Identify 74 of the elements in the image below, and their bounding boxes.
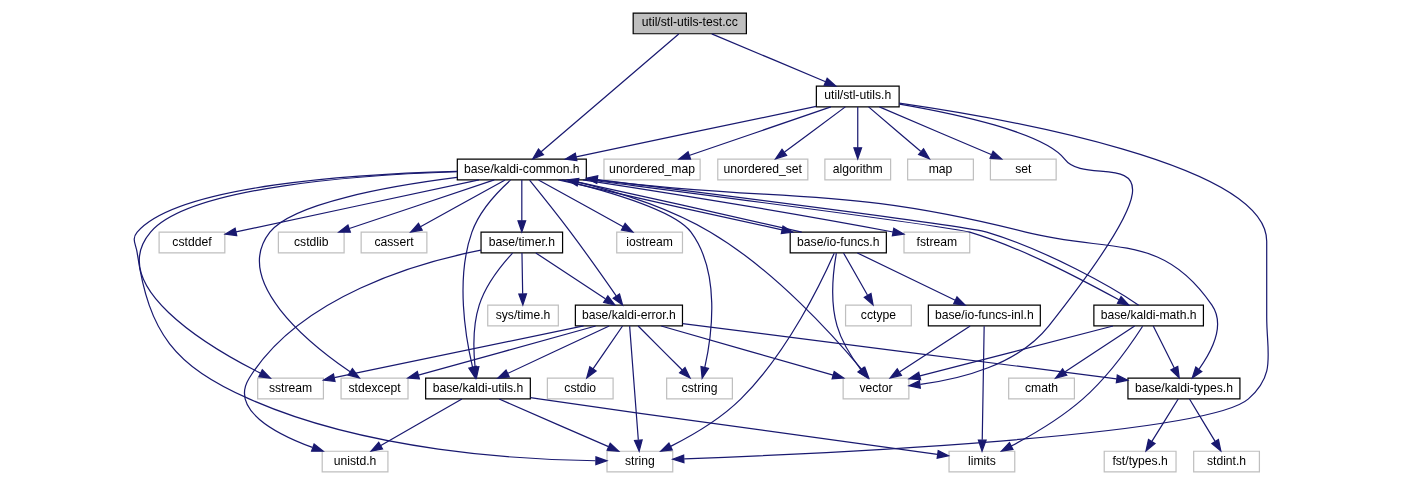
node-box: cassert [360,231,427,254]
arrow [676,106,831,160]
arrow [516,179,526,234]
arrow [1188,398,1222,453]
arrow [534,252,616,307]
arrow [670,102,1269,464]
node-box: cstddef [158,231,225,254]
arrow [369,398,463,453]
arrow [637,325,691,380]
arrow [133,170,609,466]
node-box: fstream [902,231,970,254]
node-box: base/io-funcs.h [789,231,887,254]
node-box: sys/time.h [486,304,559,327]
arrow [585,325,623,380]
node-box: cstring [665,377,733,400]
node-box: cstdio [546,377,614,400]
arrow [878,106,1003,160]
node-box: fst/types.h [1103,450,1177,473]
arrow [898,103,1133,390]
arrow [1144,398,1179,453]
arrow [867,106,931,160]
arrow [1152,325,1180,380]
arrow [563,105,817,162]
arrow [529,397,950,459]
node-box: unistd.h [321,450,389,473]
node-box: sstream [256,377,324,400]
arrow [561,179,712,380]
arrow [842,252,874,307]
arrow [222,179,480,237]
node-box: stdint.h [1192,450,1260,473]
node-box: unordered_set [716,158,808,181]
arrow [977,325,987,453]
arrow [537,179,634,233]
arrow [856,252,967,306]
arrow [888,325,971,380]
arrow [710,33,837,87]
node-box: limits [947,450,1015,473]
arrow [1053,325,1135,380]
arrow [408,179,506,233]
node-box: cmath [1007,377,1075,400]
arrow [999,325,1143,452]
node-box: iostream [615,231,683,254]
node-box: base/io-funcs-inl.h [927,304,1041,327]
arrow [530,33,679,161]
node-box: algorithm [823,158,891,181]
arrow [498,398,620,452]
arrow [852,106,862,161]
node-box: util/stl-utils.h [815,85,900,108]
arrow [660,325,845,380]
node-box: map [906,158,974,181]
node-box: base/kaldi-math.h [1092,304,1204,327]
arrow [495,325,610,379]
node-box: cctype [844,304,912,327]
arrow [628,325,643,453]
arrow [681,322,1130,384]
node-box: base/kaldi-utils.h [424,377,531,400]
node-box: unordered_map [602,158,701,181]
node-box: set [989,158,1057,181]
arrow [528,179,624,307]
node-box: base/timer.h [479,231,563,254]
node-box: util/stl-utils-test.cc [632,12,747,35]
node-box: base/kaldi-types.h [1126,377,1241,400]
arrow [336,179,495,233]
arrow [243,249,481,452]
node-box: vector [842,377,909,400]
arrow [658,252,835,453]
arrow [906,325,1114,381]
node-box: stdexcept [339,377,409,400]
arrow [773,106,846,160]
node-box: cstdlib [277,231,345,254]
node-box: base/kaldi-error.h [574,304,683,327]
node-box: base/kaldi-common.h [456,158,587,181]
node-box: string [605,450,673,473]
arrow [517,252,527,307]
